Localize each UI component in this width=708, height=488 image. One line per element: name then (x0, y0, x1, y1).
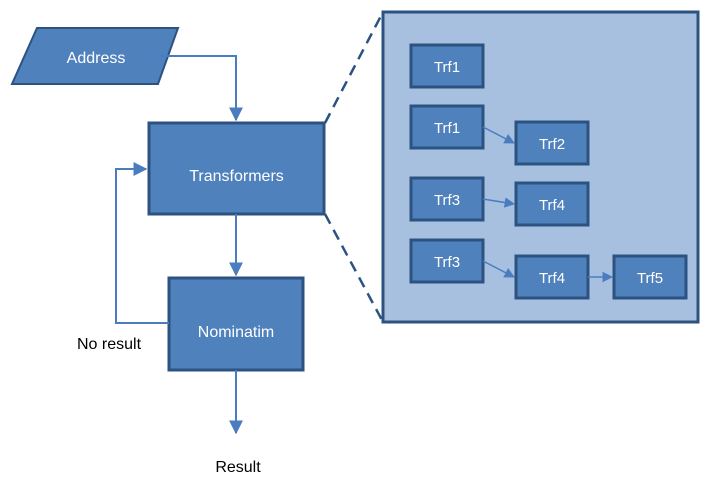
trf-label: Trf5 (637, 270, 663, 287)
result-label: Result (215, 459, 261, 476)
trf-box (612, 254, 688, 300)
trf-box (409, 104, 485, 150)
nominatim-label: Nominatim (198, 324, 274, 341)
trf-box (409, 43, 485, 89)
trf-node-trf5: Trf5 (612, 254, 688, 300)
address-to-transformers-arrow (158, 55, 243, 122)
address-label: Address (67, 50, 126, 67)
trf-node-trf1: Trf1 (409, 104, 485, 150)
trf-node-trf3: Trf3 (409, 176, 485, 222)
trf-node-trf4: Trf4 (514, 254, 590, 300)
trf-label: Trf1 (434, 120, 460, 137)
trf-chain-arrow (482, 126, 515, 144)
trf-chain-arrow (482, 197, 516, 208)
trf-label: Trf1 (434, 59, 460, 76)
trf-label: Trf2 (539, 136, 565, 153)
address-node: Address (10, 27, 180, 85)
transformers-node: Transformers (147, 121, 326, 216)
trf-node-trf2: Trf2 (514, 120, 590, 166)
trf-box (409, 238, 485, 284)
trf-box (514, 181, 590, 227)
no-result-label: No result (77, 336, 142, 353)
no-result-loop-arrow (115, 162, 169, 324)
trf-node-trf1: Trf1 (409, 43, 485, 89)
nominatim-node: Nominatim (167, 276, 305, 372)
trf-label: Trf3 (434, 254, 460, 271)
trf-label: Trf4 (539, 270, 565, 287)
trf-label: Trf3 (434, 192, 460, 209)
trf-chain-arrow (482, 260, 515, 278)
trf-node-trf3: Trf3 (409, 238, 485, 284)
trf-node-trf4: Trf4 (514, 181, 590, 227)
zoom-line-top (323, 11, 385, 124)
transformers-label: Transformers (189, 168, 284, 185)
zoom-line-bottom (323, 213, 385, 323)
trf-label: Trf4 (539, 197, 565, 214)
trf-box (514, 120, 590, 166)
